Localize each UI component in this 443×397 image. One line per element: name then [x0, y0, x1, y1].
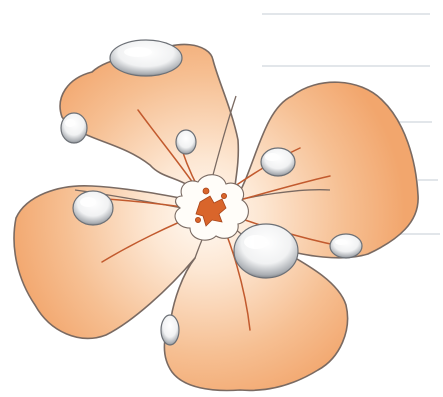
- droplet-highlight: [265, 153, 279, 161]
- water-droplet: [161, 315, 179, 345]
- water-droplet: [176, 130, 196, 154]
- droplet-highlight: [80, 197, 96, 207]
- anther: [203, 188, 209, 194]
- water-droplet: [61, 113, 87, 143]
- water-droplet: [330, 234, 362, 258]
- droplet-highlight: [244, 235, 268, 249]
- water-droplet: [73, 191, 113, 225]
- water-droplet: [234, 224, 298, 278]
- droplet-highlight: [124, 47, 152, 57]
- water-droplet: [110, 40, 182, 76]
- anther: [195, 217, 200, 222]
- water-droplet: [261, 148, 295, 176]
- droplet-highlight: [335, 239, 347, 245]
- anther: [221, 193, 226, 198]
- droplet-highlight: [65, 119, 75, 127]
